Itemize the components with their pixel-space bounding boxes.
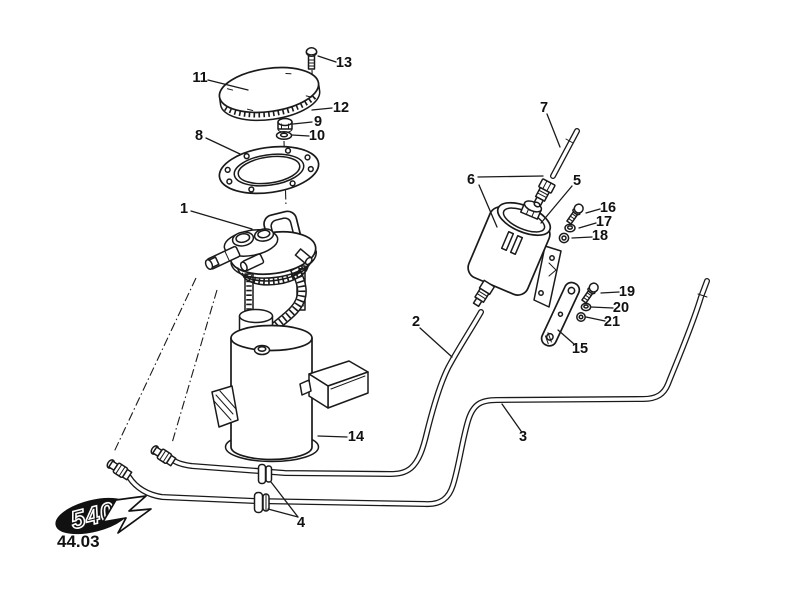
part-label-7: 7 [540, 100, 548, 116]
part-21-washer [576, 312, 586, 322]
part-label-4: 4 [297, 515, 305, 531]
part-3-hose [126, 278, 710, 508]
part-label-19: 19 [619, 284, 635, 300]
part-11-cap [218, 66, 321, 122]
part-4-clamps [253, 463, 273, 514]
part-16-screw [566, 203, 584, 225]
part-label-2: 2 [412, 314, 420, 330]
part-20-washer [580, 302, 592, 312]
part-label-6: 6 [467, 172, 475, 188]
part-label-5: 5 [573, 173, 581, 189]
logo-swoosh [102, 495, 152, 534]
part-1-fuel-pump-assembly [204, 210, 369, 463]
catalog-code: 44.03 [57, 532, 100, 551]
part-label-8: 8 [195, 128, 203, 144]
callout-labels: 1 2 3 4 5 6 7 8 9 10 11 12 13 14 15 16 1… [180, 55, 635, 531]
part-label-18: 18 [592, 228, 608, 244]
part-label-12: 12 [333, 100, 349, 116]
pump-port [231, 231, 255, 247]
part-label-21: 21 [604, 314, 620, 330]
part-label-10: 10 [309, 128, 325, 144]
part-label-11: 11 [192, 70, 207, 86]
part-6-filter-unit [467, 200, 562, 308]
part-label-16: 16 [600, 200, 616, 216]
part-10-washer [275, 130, 293, 141]
part-label-3: 3 [519, 429, 527, 445]
part-17-washer [564, 223, 576, 233]
upper-elbow-fitting [150, 445, 177, 467]
pump-side-stub [294, 248, 313, 266]
part-18-washer [558, 232, 570, 244]
part-8-gasket [218, 145, 320, 195]
pump-outlet-spout [204, 245, 241, 270]
pump-port [253, 228, 275, 242]
brand-logo: 540 [55, 495, 152, 536]
part-label-17: 17 [596, 214, 612, 230]
part-19-screw [581, 282, 599, 304]
part-label-13: 13 [336, 55, 352, 71]
filter-outlet-fitting [472, 279, 496, 308]
pump-outlet-spout [239, 253, 265, 272]
part-label-14: 14 [348, 429, 364, 445]
part-label-15: 15 [572, 341, 588, 357]
part-label-1: 1 [180, 201, 188, 217]
part-2-hose [170, 309, 484, 477]
part-13-screw [305, 47, 318, 70]
lower-elbow-fitting [106, 459, 133, 481]
part-9-nut [277, 117, 293, 133]
part-15-bracket [540, 281, 581, 347]
leader-lines [190, 55, 620, 518]
part-label-9: 9 [314, 114, 322, 130]
part-label-20: 20 [613, 300, 629, 316]
part-7-vent-tube [533, 128, 580, 208]
